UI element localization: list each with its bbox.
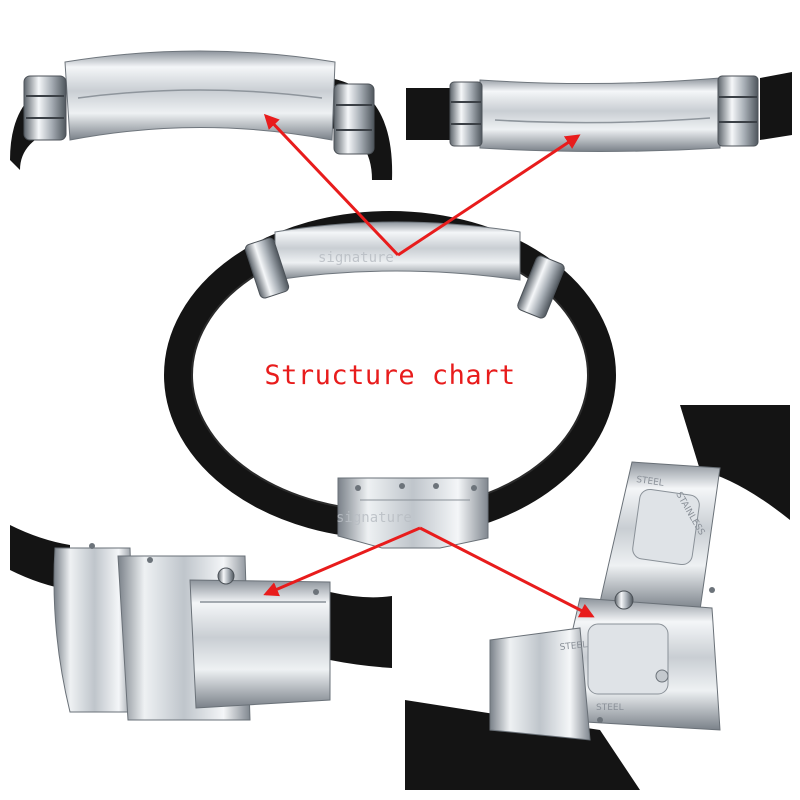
plate-groove: [494, 117, 711, 124]
ring-left: [23, 75, 67, 141]
band-top: [680, 405, 790, 520]
clasp-rivet: [147, 557, 153, 563]
clasp-lower-recess: [587, 623, 669, 695]
arrow-to-top-left: [263, 113, 400, 257]
ring-right: [717, 75, 759, 147]
stamp-text: STEEL: [559, 640, 588, 653]
band-left: [406, 88, 454, 140]
center-clasp: signature: [336, 477, 489, 549]
pointer-arrows: [263, 113, 595, 618]
band-right: [760, 72, 792, 140]
panel-top-right: [406, 72, 792, 152]
bracelet-center: signature signature Structure chart: [164, 211, 616, 549]
clasp-rivet: [313, 589, 319, 595]
clasp-back-plate: [53, 547, 136, 713]
clasp-pin-head: [217, 567, 235, 585]
clasp-engraving: signature: [336, 510, 412, 526]
plate-groove: [77, 89, 323, 99]
arrow-to-top-right: [397, 134, 581, 257]
arrow-to-bottom-left: [263, 526, 421, 597]
center-ring-right: [517, 255, 565, 319]
clasp-hinge-plate: [489, 627, 591, 741]
stamp-text: STEEL: [596, 703, 624, 713]
band-bottom: [405, 700, 640, 790]
clasp-upper-recess: [632, 488, 700, 566]
center-steel-plate: [274, 221, 521, 281]
clasp-front-plate: [189, 579, 331, 709]
ring-left: [449, 81, 483, 147]
plate-engraving: signature: [318, 250, 394, 266]
clasp-hinge-pin: [614, 590, 634, 610]
clasp-rivet: [597, 717, 603, 723]
clasp-rivet: [709, 587, 715, 593]
panel-bottom-right: STEEL STAINLESS STEEL STEEL: [405, 405, 790, 790]
band-right: [330, 592, 392, 668]
clasp-rivet: [89, 543, 95, 549]
diagram-title: Structure chart: [264, 360, 515, 391]
panel-top-left: [10, 50, 393, 180]
clasp-rivet: [655, 669, 669, 683]
ring-right: [333, 83, 375, 155]
panel-bottom-left: [10, 525, 392, 721]
center-ring-left: [244, 237, 290, 299]
steel-plate: [479, 77, 721, 152]
arrow-to-bottom-right: [419, 526, 595, 618]
stamp-text: STEEL: [636, 475, 665, 489]
